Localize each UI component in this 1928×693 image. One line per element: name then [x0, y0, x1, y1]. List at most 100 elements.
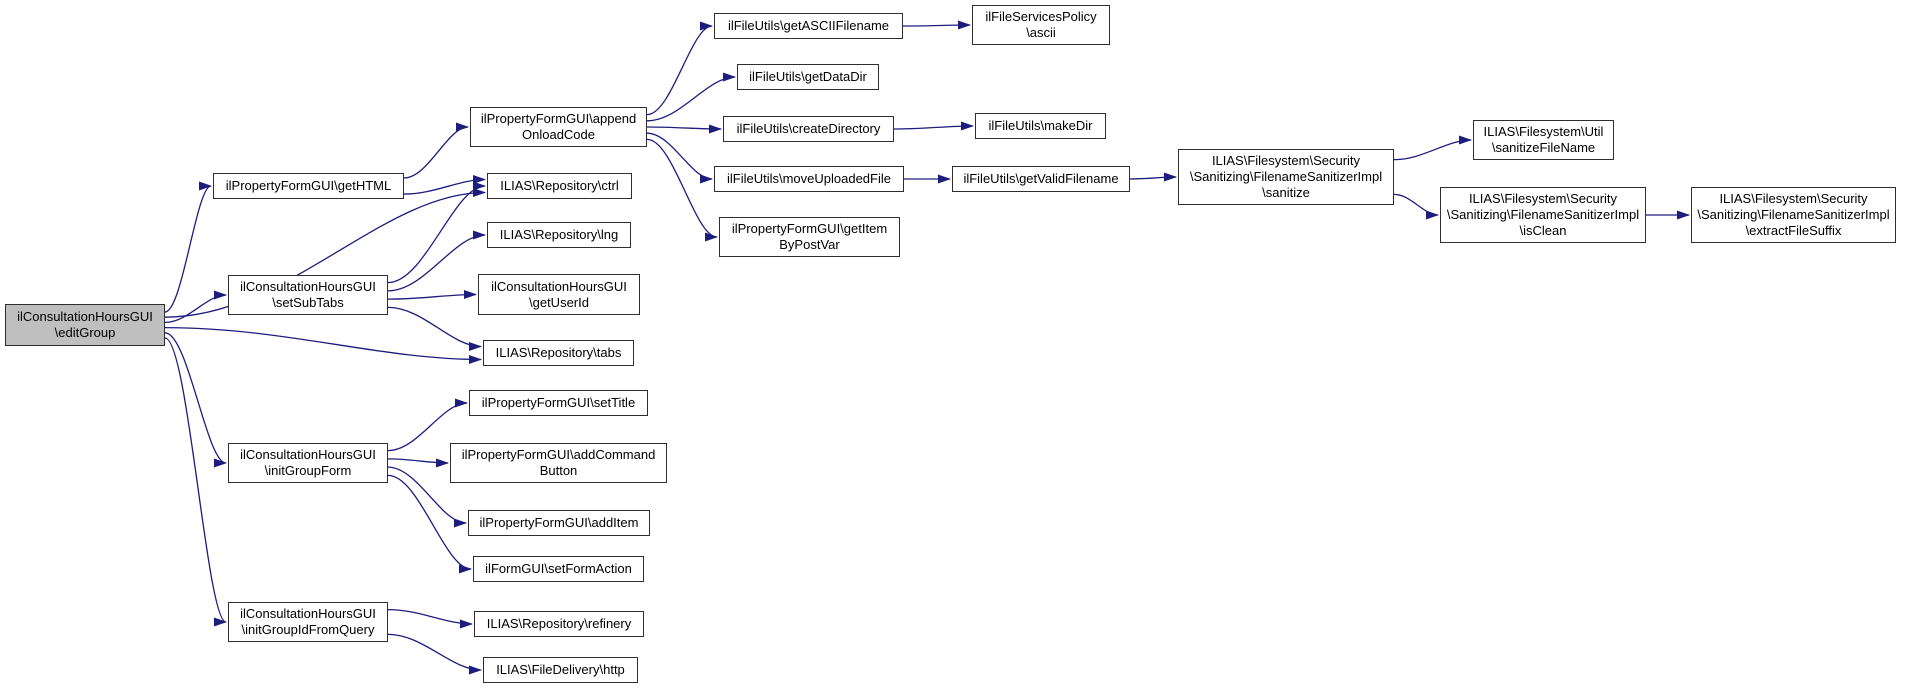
- graph-node-label: ILIAS\Filesystem\Security: [1468, 191, 1618, 207]
- graph-node-label: \initGroupForm: [264, 463, 352, 478]
- graph-node-label: \Sanitizing\FilenameSanitizerImpl: [1189, 169, 1383, 185]
- graph-edge-init-group-id-from-query--http: [387, 633, 482, 675]
- graph-node-label: \editGroup: [54, 325, 116, 340]
- graph-node-set-form-action[interactable]: ilFormGUI\setFormAction: [473, 556, 644, 582]
- graph-node-label: ILIAS\Repository\ctrl: [500, 178, 619, 194]
- graph-edge-append-onload-code--create-directory: [646, 124, 722, 134]
- graph-node-label: \isClean: [1519, 222, 1567, 238]
- graph-node-label: \ascii: [1026, 25, 1056, 40]
- graph-node-label: ilFileUtils\makeDir: [988, 118, 1093, 134]
- graph-node-label: ilFileUtils\getValidFilename: [963, 171, 1119, 187]
- graph-edge-get-asciifilename--ascii: [902, 20, 971, 30]
- graph-edge-append-onload-code--move-uploaded-file: [646, 132, 713, 184]
- graph-node-label: \sanitizeFileName: [1491, 140, 1596, 155]
- graph-node-get-html[interactable]: ilPropertyFormGUI\getHTML: [213, 173, 404, 199]
- graph-node-label: ilFileUtils\createDirectory: [736, 121, 881, 137]
- graph-edge-edit-group--init-group-id-from-query: [164, 337, 227, 627]
- graph-node-get-asciifilename[interactable]: ilFileUtils\getASCIIFilename: [714, 13, 903, 39]
- graph-node-get-user-id[interactable]: ilConsultationHoursGUI\getUserId: [478, 274, 640, 315]
- graph-node-label: ilPropertyFormGUI\getItem: [731, 221, 888, 237]
- graph-node-label: ilPropertyFormGUI\addItem: [479, 515, 639, 531]
- graph-node-tabs[interactable]: ILIAS\Repository\tabs: [483, 340, 634, 366]
- graph-edge-sanitize--sanitize-file-name: [1393, 135, 1472, 161]
- graph-edge-append-onload-code--get-asciifilename: [646, 21, 713, 116]
- graph-node-label: ilConsultationHoursGUI: [17, 309, 153, 325]
- graph-edge-set-sub-tabs--lng: [387, 230, 486, 292]
- graph-node-get-valid-filename[interactable]: ilFileUtils\getValidFilename: [952, 166, 1130, 192]
- graph-node-label: ilConsultationHoursGUI: [491, 278, 627, 294]
- graph-edge-init-group-form--add-command-button: [387, 458, 449, 468]
- graph-node-label: ilPropertyFormGUI\append: [480, 111, 637, 127]
- graph-node-move-uploaded-file[interactable]: ilFileUtils\moveUploadedFile: [714, 166, 904, 192]
- graph-node-label: ilPropertyFormGUI\setTitle: [481, 395, 636, 411]
- graph-node-label: ilFormGUI\setFormAction: [485, 561, 632, 577]
- graph-node-label: ilConsultationHoursGUI: [240, 447, 376, 463]
- graph-node-label: \Sanitizing\FilenameSanitizerImpl: [1446, 207, 1640, 223]
- graph-node-create-directory[interactable]: ilFileUtils\createDirectory: [723, 116, 894, 142]
- graph-node-add-item[interactable]: ilPropertyFormGUI\addItem: [468, 510, 650, 536]
- graph-node-label: ILIAS\Repository\lng: [499, 227, 619, 243]
- graph-node-label: ilFileUtils\getASCIIFilename: [727, 18, 890, 34]
- graph-edge-get-html--append-onload-code: [403, 122, 469, 179]
- graph-edge-create-directory--make-dir: [893, 121, 974, 131]
- graph-node-make-dir[interactable]: ilFileUtils\makeDir: [975, 113, 1106, 139]
- graph-node-label: ilPropertyFormGUI\addCommand: [461, 447, 656, 463]
- graph-node-init-group-form[interactable]: ilConsultationHoursGUI\initGroupForm: [228, 443, 388, 483]
- graph-edge-init-group-form--set-form-action: [387, 474, 472, 574]
- graph-edge-edit-group--ctrl: [164, 188, 486, 318]
- graph-edge-edit-group--init-group-form: [164, 332, 227, 468]
- graph-node-extract-file-suffix[interactable]: ILIAS\Filesystem\Security\Sanitizing\Fil…: [1691, 187, 1896, 243]
- graph-node-label: ilFileServicesPolicy: [985, 9, 1097, 25]
- graph-node-label: OnloadCode: [522, 127, 595, 142]
- graph-node-ascii[interactable]: ilFileServicesPolicy\ascii: [972, 5, 1110, 45]
- graph-edge-get-html--ctrl: [403, 175, 486, 195]
- graph-node-label: ByPostVar: [779, 237, 840, 252]
- graph-edge-append-onload-code--get-item-by-post-var: [646, 138, 718, 242]
- graph-node-sanitize[interactable]: ILIAS\Filesystem\Security\Sanitizing\Fil…: [1178, 149, 1394, 205]
- graph-node-sanitize-file-name[interactable]: ILIAS\Filesystem\Util\sanitizeFileName: [1473, 120, 1614, 160]
- graph-node-get-data-dir[interactable]: ilFileUtils\getDataDir: [737, 64, 879, 90]
- graph-node-label: ilFileUtils\getDataDir: [749, 69, 867, 85]
- graph-node-set-title[interactable]: ilPropertyFormGUI\setTitle: [469, 390, 648, 416]
- graph-node-label: ilFileUtils\moveUploadedFile: [726, 171, 891, 187]
- graph-edge-edit-group--tabs: [164, 326, 482, 364]
- graph-node-set-sub-tabs[interactable]: ilConsultationHoursGUI\setSubTabs: [228, 275, 388, 315]
- graph-node-label: ilConsultationHoursGUI: [240, 279, 376, 295]
- graph-node-label: \sanitize: [1262, 184, 1310, 200]
- graph-node-lng[interactable]: ILIAS\Repository\lng: [487, 222, 631, 248]
- graph-node-label: \getUserId: [529, 294, 589, 310]
- graph-edge-set-sub-tabs--ctrl: [387, 181, 486, 284]
- graph-node-is-clean[interactable]: ILIAS\Filesystem\Security\Sanitizing\Fil…: [1440, 187, 1646, 243]
- graph-node-http[interactable]: ILIAS\FileDelivery\http: [483, 657, 638, 683]
- graph-edge-init-group-form--set-title: [387, 398, 468, 452]
- graph-node-ctrl[interactable]: ILIAS\Repository\ctrl: [487, 173, 632, 199]
- graph-node-label: ilConsultationHoursGUI: [240, 606, 376, 622]
- graph-node-label: \Sanitizing\FilenameSanitizerImpl: [1697, 207, 1890, 223]
- graph-node-init-group-id-from-query[interactable]: ilConsultationHoursGUI\initGroupIdFromQu…: [228, 602, 388, 642]
- graph-node-label: ILIAS\Filesystem\Security: [1211, 153, 1361, 169]
- graph-node-label: \extractFileSuffix: [1745, 222, 1842, 238]
- graph-node-label: ILIAS\Repository\tabs: [495, 345, 622, 361]
- graph-edge-set-sub-tabs--tabs: [387, 306, 482, 351]
- graph-edge-set-sub-tabs--get-user-id: [387, 290, 477, 300]
- graph-edge-edit-group--get-html: [164, 181, 212, 313]
- graph-edge-init-group-form--add-item: [387, 466, 467, 528]
- graph-node-label: \initGroupIdFromQuery: [241, 622, 375, 637]
- graph-node-label: ILIAS\Filesystem\Util: [1483, 124, 1604, 140]
- graph-edge-append-onload-code--get-data-dir: [646, 72, 736, 122]
- graph-edge-edit-group--set-sub-tabs: [164, 290, 227, 324]
- graph-node-edit-group[interactable]: ilConsultationHoursGUI\editGroup: [5, 304, 165, 346]
- graph-node-refinery[interactable]: ILIAS\Repository\refinery: [474, 611, 644, 637]
- graph-edge-init-group-id-from-query--refinery: [387, 608, 473, 629]
- graph-node-label: ILIAS\Filesystem\Security: [1719, 191, 1868, 207]
- graph-edge-get-valid-filename--sanitize: [1129, 172, 1177, 182]
- graph-node-label: ILIAS\Repository\refinery: [486, 616, 632, 632]
- graph-node-label: ilPropertyFormGUI\getHTML: [225, 178, 392, 194]
- graph-node-label: \setSubTabs: [272, 295, 344, 310]
- graph-node-label: ILIAS\FileDelivery\http: [496, 662, 625, 678]
